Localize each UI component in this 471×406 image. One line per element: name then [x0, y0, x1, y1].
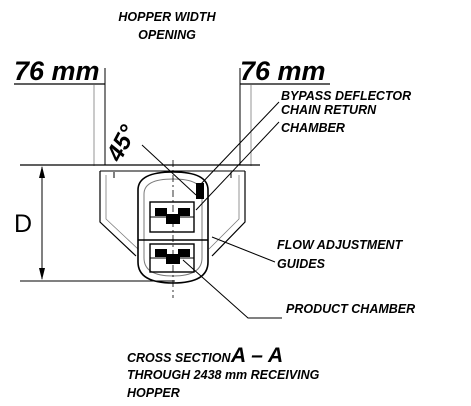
flow-adjustment-label-line2: GUIDES [277, 257, 326, 271]
section-id-label: A – A [230, 344, 283, 367]
product-chamber-label: PRODUCT CHAMBER [286, 302, 415, 316]
chain-return-leader [195, 121, 280, 211]
angle-45-line [141, 144, 197, 196]
through-label: THROUGH 2438 mm RECEIVING [127, 368, 320, 382]
dimension-right-76mm: 76 mm [240, 56, 326, 86]
dimension-lines-top [14, 68, 330, 166]
bypass-deflector-shape [196, 183, 204, 199]
depth-label: D [14, 210, 32, 238]
chain-return-label-line2: CHAMBER [281, 121, 345, 135]
product-chamber-leader [182, 259, 282, 319]
dimension-left-76mm: 76 mm [14, 56, 100, 86]
chain-return-chamber-detail [149, 201, 195, 233]
hopper-label: HOPPER [127, 386, 180, 400]
hopper-width-label-line2: OPENING [138, 28, 196, 42]
chain-return-label-line1: CHAIN RETURN [281, 103, 377, 117]
hopper-top-band [20, 164, 260, 172]
hopper-width-label-line1: HOPPER WIDTH [118, 10, 216, 24]
product-chamber-detail [149, 243, 195, 273]
bypass-deflector-label: BYPASS DEFLECTOR [281, 89, 411, 103]
flow-adjustment-label-line1: FLOW ADJUSTMENT [277, 238, 404, 252]
hopper-body [99, 171, 246, 257]
angle-label-45: 45° [101, 121, 143, 167]
cross-section-label: CROSS SECTION [127, 351, 231, 365]
flow-adjustment-leader [211, 236, 276, 263]
depth-dimension [20, 166, 175, 282]
bypass-deflector-leader [199, 101, 280, 186]
